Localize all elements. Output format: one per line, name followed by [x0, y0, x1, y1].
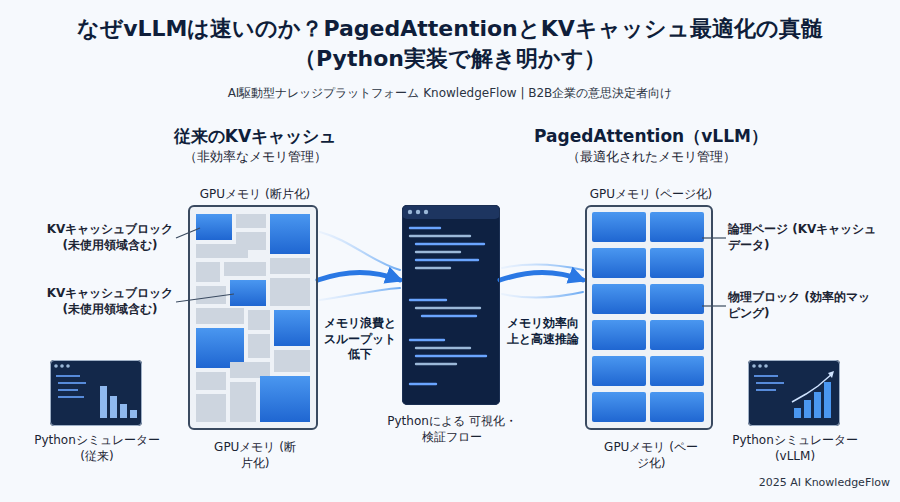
callout-label: KVキャッシュブロック (未使用領域含む) [44, 222, 176, 253]
callout-label: 論理ページ (KVキャッシュデータ) [728, 222, 878, 253]
panel-subheading: （非効率なメモリ管理） [115, 149, 395, 166]
page-block [650, 212, 704, 242]
flow-arrow [318, 273, 400, 281]
arrow-label: メモリ効率向 上と高速推論 [501, 316, 585, 347]
subtitle: AI駆動型ナレッジプラットフォーム KnowledgeFlow | B2B企業の… [150, 86, 750, 102]
flow-arrow [500, 273, 583, 281]
simulator-window: Pythonシミュレーター (vLLM) [748, 360, 840, 426]
flow-caption: Pythonによる 可視化・検証フロー [383, 414, 521, 445]
simulator-caption: Pythonシミュレーター (従来) [25, 433, 169, 464]
callout-label: KVキャッシュブロック (未使用領域含む) [44, 286, 176, 317]
simulator-caption: Pythonシミュレーター (vLLM) [723, 433, 867, 464]
code-window [402, 205, 500, 405]
simulator-window: Pythonシミュレーター (従来) [50, 360, 142, 426]
panel-heading: PagedAttention（vLLM） [511, 125, 791, 147]
page-block [650, 248, 704, 278]
page-block [592, 248, 646, 278]
memory-label: GPUメモリ (断片化) [155, 187, 355, 203]
diagram-title: なぜvLLMは速いのか？PagedAttentionとKVキャッシュ最適化の真髄… [40, 14, 860, 73]
page-block [592, 284, 646, 314]
callout-label: 物理ブロック (効率的マッピング) [728, 290, 878, 321]
page-block [592, 392, 646, 422]
leader-lines [176, 228, 234, 302]
memory-panel: PagedAttention（vLLM）（最適化されたメモリ管理）GPUメモリ … [585, 205, 713, 430]
page-blocks [592, 212, 704, 422]
paged-memory [585, 205, 713, 430]
page-block [650, 356, 704, 386]
memory-label: GPUメモリ (ページ化) [551, 187, 751, 203]
panel-subheading: （最適化されたメモリ管理） [511, 149, 791, 166]
footer-note: 2025 AI KnowledgeFlow [700, 476, 890, 490]
page-block [650, 392, 704, 422]
page-block [592, 212, 646, 242]
page-block [592, 320, 646, 350]
page-block [650, 320, 704, 350]
memory-label: GPUメモリ (ページ化) [601, 440, 701, 471]
memory-label: GPUメモリ (断片化) [210, 440, 300, 471]
memory-panel: 従来のKVキャッシュ（非効率なメモリ管理）GPUメモリ (断片化)GPUメモリ … [188, 205, 318, 430]
page-block [592, 356, 646, 386]
code-window: Pythonによる 可視化・検証フロー [402, 205, 500, 405]
arrow-label: メモリ浪費と スループット 低下 [318, 316, 402, 363]
panel-heading: 従来のKVキャッシュ [115, 125, 395, 147]
page-block [650, 284, 704, 314]
leader-lines [702, 238, 726, 306]
fragmented-memory [188, 205, 318, 430]
